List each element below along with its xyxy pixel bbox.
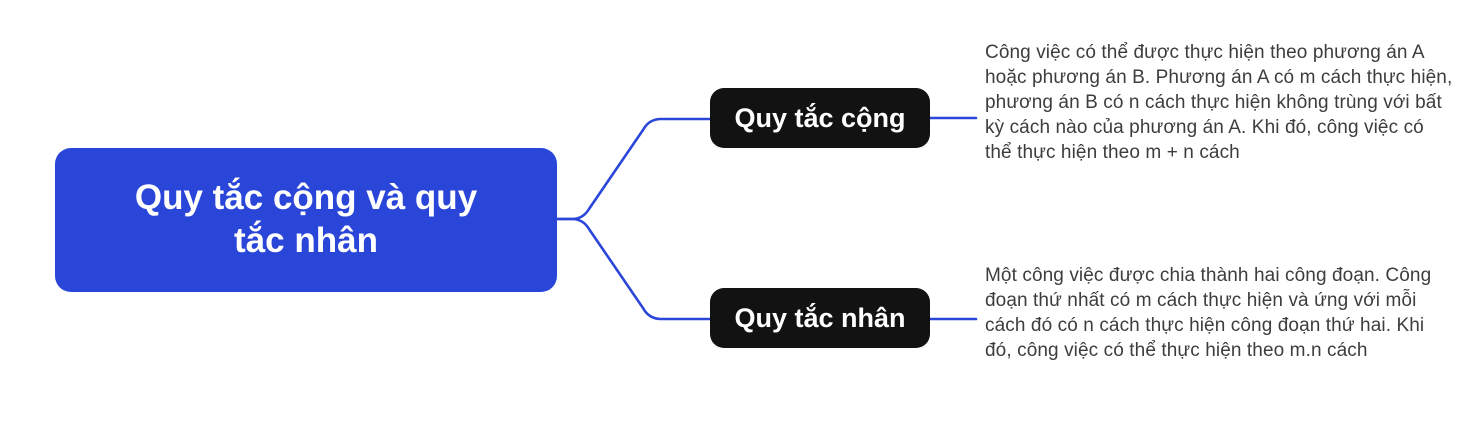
- description-quy-tac-cong[interactable]: Công việc có thể được thực hiện theo phư…: [985, 42, 1453, 163]
- branch-node-label: Quy tắc cộng: [734, 102, 906, 133]
- branch-node-label: Quy tắc nhân: [734, 302, 906, 333]
- connector-root-to-branch1: [555, 117, 712, 221]
- description-quy-tac-nhan[interactable]: Một công việc được chia thành hai công đ…: [985, 265, 1432, 361]
- connector-root-to-branch2: [555, 217, 712, 321]
- root-node-label: Quy tắc cộng và quy tắc nhân: [134, 178, 478, 260]
- root-node[interactable]: Quy tắc cộng và quy tắc nhân: [55, 148, 557, 292]
- branch-node-quy-tac-cong[interactable]: Quy tắc cộng: [710, 88, 930, 148]
- branch-node-quy-tac-nhan[interactable]: Quy tắc nhân: [710, 288, 930, 348]
